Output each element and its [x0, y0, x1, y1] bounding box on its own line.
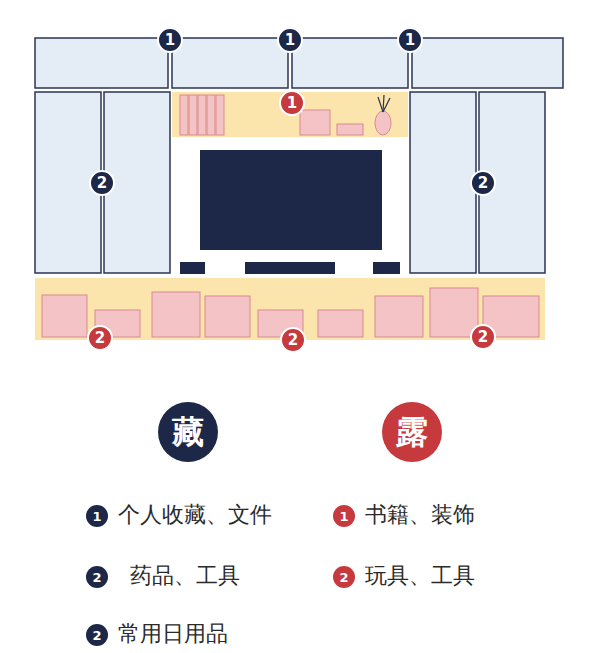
circle-shape — [281, 328, 305, 352]
callout-circle: 藏 — [158, 402, 218, 462]
legend-text: 药品、工具 — [130, 565, 240, 587]
legend-text: 常用日用品 — [118, 623, 228, 645]
storage-box — [205, 296, 250, 337]
circle-shape — [86, 566, 108, 588]
legend-entry: 书籍、装饰 — [365, 504, 475, 526]
circle-shape — [86, 624, 108, 646]
legend-text: 玩具、工具 — [365, 565, 475, 587]
storage-box — [152, 292, 200, 337]
callout-circle: 2 — [333, 566, 355, 588]
callout-number: 1 — [277, 27, 303, 53]
callout-number: 1 — [86, 505, 108, 527]
top-cabinet — [172, 38, 288, 88]
callout-circle: 2 — [87, 325, 113, 351]
circle-shape — [158, 28, 182, 52]
storage-box — [318, 310, 363, 337]
callout-circle: 1 — [333, 505, 355, 527]
book — [180, 95, 188, 135]
shelf-box — [300, 110, 330, 135]
shelf-box — [337, 124, 363, 135]
tv-screen — [200, 150, 382, 250]
circle-shape — [278, 28, 302, 52]
storage-box — [375, 296, 423, 337]
callout-number: 2 — [333, 566, 355, 588]
storage-box — [42, 295, 87, 337]
callout-circle: 2 — [86, 566, 108, 588]
legend-text: 书籍、装饰 — [365, 504, 475, 526]
callout-circle: 1 — [157, 27, 183, 53]
book — [216, 95, 224, 135]
callout-circle: 2 — [89, 170, 115, 196]
speaker — [373, 262, 400, 274]
callout-number: 藏 — [158, 402, 218, 462]
tv-wall — [172, 137, 408, 275]
callout-circle: 2 — [86, 624, 108, 646]
circle-shape — [333, 566, 355, 588]
book — [198, 95, 206, 135]
vase-stick — [378, 97, 383, 112]
circle-shape — [86, 505, 108, 527]
top-cabinet — [292, 38, 408, 88]
circle-shape — [158, 402, 218, 462]
legend-entry: 个人收藏、文件 — [118, 504, 272, 526]
speaker — [180, 262, 205, 274]
callout-number: 1 — [333, 505, 355, 527]
legend-text: 个人收藏、文件 — [118, 504, 272, 526]
callout-number: 1 — [157, 27, 183, 53]
storage-box — [430, 288, 478, 337]
circle-shape — [88, 326, 112, 350]
circle-shape — [471, 171, 495, 195]
callout-number: 2 — [470, 324, 496, 350]
vase-stick — [383, 98, 390, 112]
callout-number: 2 — [86, 566, 108, 588]
callout-circle: 1 — [277, 27, 303, 53]
circle-shape — [90, 171, 114, 195]
circle-shape — [382, 402, 442, 462]
cabinet-door — [410, 92, 476, 273]
callout-circle: 2 — [470, 324, 496, 350]
callout-circle: 1 — [397, 27, 423, 53]
callout-circle: 露 — [382, 402, 442, 462]
callout-number: 2 — [86, 624, 108, 646]
top-cabinet — [412, 38, 563, 88]
circle-shape — [280, 91, 304, 115]
vase — [375, 111, 391, 135]
callout-number: 2 — [470, 170, 496, 196]
callout-number: 2 — [89, 170, 115, 196]
legend-entry: 药品、工具 — [130, 565, 240, 587]
callout-number: 1 — [279, 90, 305, 116]
circle-shape — [333, 505, 355, 527]
book — [207, 95, 215, 135]
callout-number: 1 — [397, 27, 423, 53]
soundbar — [245, 262, 335, 274]
callout-circle: 2 — [470, 170, 496, 196]
callout-number: 露 — [382, 402, 442, 462]
callout-circle: 1 — [279, 90, 305, 116]
legend-entry: 常用日用品 — [118, 623, 228, 645]
top-cabinet — [35, 38, 168, 88]
circle-shape — [471, 325, 495, 349]
legend-entry: 玩具、工具 — [365, 565, 475, 587]
book — [189, 95, 197, 135]
callout-circle: 1 — [86, 505, 108, 527]
callout-number: 2 — [87, 325, 113, 351]
callout-number: 2 — [280, 327, 306, 353]
callout-circle: 2 — [280, 327, 306, 353]
circle-shape — [398, 28, 422, 52]
